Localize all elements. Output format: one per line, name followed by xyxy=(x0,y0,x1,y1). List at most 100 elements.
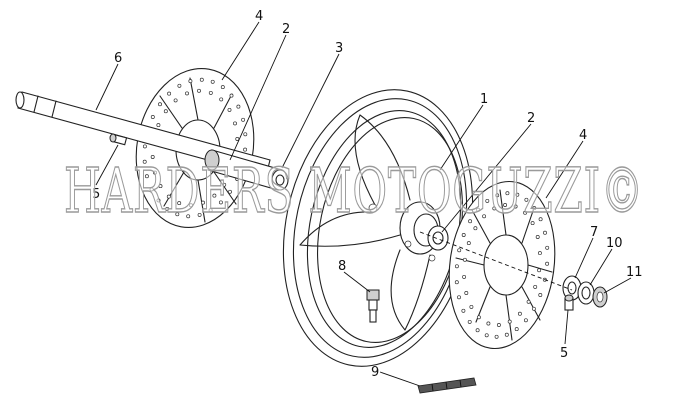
disc-hole xyxy=(233,121,237,126)
spacer-left xyxy=(204,149,289,191)
disc-hole xyxy=(199,77,204,82)
disc-hole xyxy=(475,328,480,333)
disc-hole xyxy=(220,85,225,90)
disc-hole xyxy=(462,274,467,279)
disc-hole xyxy=(464,291,469,295)
disc-hole xyxy=(533,284,538,289)
disc-hole xyxy=(495,193,500,198)
disc-hole xyxy=(222,182,227,187)
disc-hole xyxy=(150,155,155,159)
disc-hole xyxy=(466,241,471,246)
leader-lines xyxy=(95,21,632,387)
bearing-right xyxy=(427,225,449,251)
callout-6: 6 xyxy=(114,51,122,66)
disc-hole xyxy=(492,206,497,211)
callout-4-left: 4 xyxy=(255,9,263,24)
disc-hole xyxy=(469,304,474,309)
disc-hole xyxy=(163,109,168,114)
callout-5-left: 5 xyxy=(92,187,100,202)
disc-hole xyxy=(461,233,466,237)
disc-hole xyxy=(468,219,473,224)
disc-hole xyxy=(177,201,182,206)
disc-hole xyxy=(517,311,522,316)
disc-hole xyxy=(156,198,161,203)
disc-hole xyxy=(457,295,461,300)
disc-hole xyxy=(515,192,520,197)
disc-hole xyxy=(201,200,205,205)
disc-hole xyxy=(476,315,481,320)
disc-hole xyxy=(185,91,189,96)
disc-hole xyxy=(485,198,490,203)
disc-hole xyxy=(457,248,462,253)
disc-hole xyxy=(505,191,510,196)
disc-hole xyxy=(142,159,147,164)
disc-hole xyxy=(158,102,162,107)
disc-hole xyxy=(473,226,478,231)
callout-8: 8 xyxy=(338,259,346,274)
disc-hole xyxy=(243,132,248,137)
disc-hole xyxy=(149,187,154,192)
disc-hole xyxy=(197,88,201,93)
disc-hole xyxy=(545,261,550,266)
disc-hole xyxy=(538,293,543,297)
callout-5-right: 5 xyxy=(560,346,568,361)
disc-hole xyxy=(197,212,202,217)
disc-hole xyxy=(538,217,543,222)
disc-hole xyxy=(454,280,459,285)
disc-hole xyxy=(165,206,170,211)
disc-hole xyxy=(503,203,508,207)
disc-hole xyxy=(513,204,518,209)
disc-hole xyxy=(189,203,193,208)
callout-11: 11 xyxy=(626,265,643,280)
disc-hole xyxy=(175,212,180,217)
disc-hole xyxy=(218,200,223,205)
disc-hole xyxy=(496,323,501,327)
callouts: 1 2 2 3 4 4 5 5 6 7 8 9 10 11 xyxy=(92,9,643,380)
disc-hole xyxy=(210,79,215,84)
disc-hole xyxy=(467,319,472,324)
axle-nut xyxy=(592,286,608,308)
disc-hole xyxy=(219,97,224,102)
disc-hole xyxy=(208,208,213,213)
wheel-rim xyxy=(282,89,474,367)
disc-hole xyxy=(173,98,178,103)
callout-4-right: 4 xyxy=(579,128,587,143)
disc-hole xyxy=(142,144,147,149)
disc-hole xyxy=(236,104,241,109)
disc-hole xyxy=(462,257,467,262)
disc-hole xyxy=(208,90,213,95)
disc-hole xyxy=(537,251,542,256)
disc-hole xyxy=(229,93,234,98)
brake-disc-right xyxy=(448,180,556,350)
disc-hole xyxy=(537,268,542,273)
disc-hole xyxy=(482,214,487,219)
disc-hole xyxy=(531,306,536,311)
disc-hole xyxy=(504,332,509,337)
callout-7: 7 xyxy=(590,225,598,240)
disc-bolt-right xyxy=(564,294,574,311)
disc-hole xyxy=(486,321,491,326)
disc-hole xyxy=(241,117,246,122)
disc-hole xyxy=(454,264,459,269)
disc-bolt-left xyxy=(109,133,128,146)
disc-hole xyxy=(524,197,529,202)
disc-hole xyxy=(507,319,512,324)
disc-hole xyxy=(228,189,232,194)
disc-hole xyxy=(167,91,172,96)
disc-hole xyxy=(188,79,193,84)
disc-hole xyxy=(156,123,161,128)
disc-hole xyxy=(523,318,528,323)
washer xyxy=(577,281,595,305)
disc-hole xyxy=(153,170,157,175)
disc-hole xyxy=(545,245,550,250)
balance-weight xyxy=(417,377,477,394)
disc-hole xyxy=(227,107,232,112)
disc-hole xyxy=(523,210,528,215)
disc-hole xyxy=(514,327,519,332)
disc-hole xyxy=(166,194,171,199)
disc-hole xyxy=(243,147,248,152)
disc-hole xyxy=(186,214,191,219)
disc-hole xyxy=(150,115,155,119)
callout-1: 1 xyxy=(480,92,488,107)
